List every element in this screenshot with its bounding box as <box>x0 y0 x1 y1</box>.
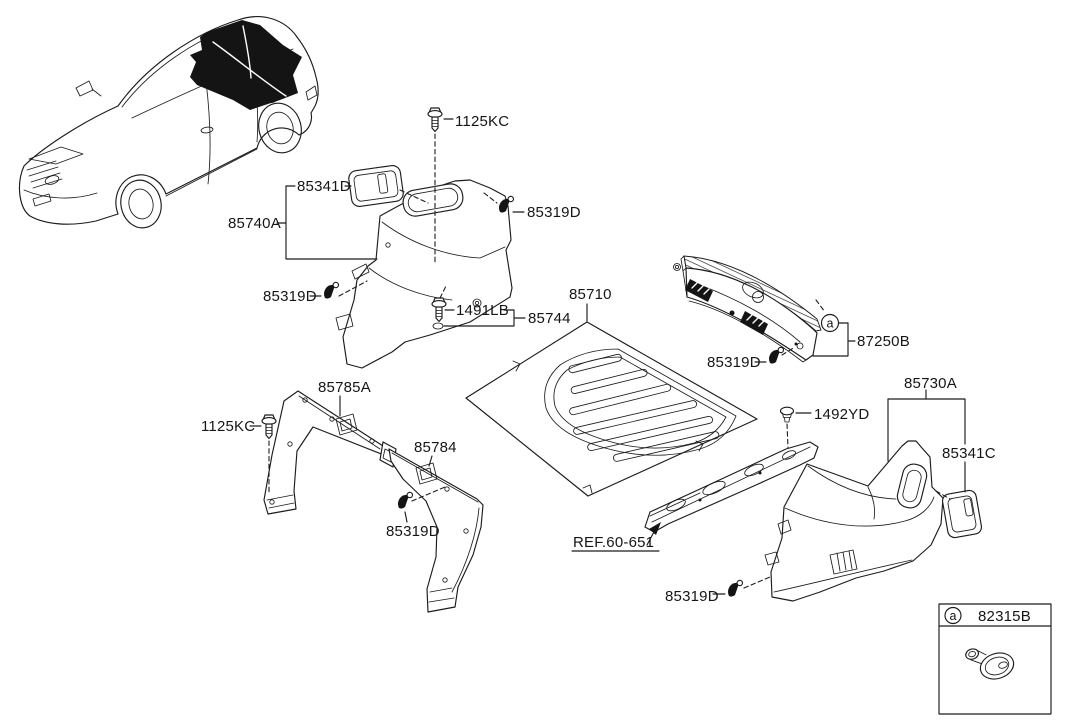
clip-icon-1492yd <box>779 406 795 423</box>
part-87250b-sill-trim <box>673 255 822 363</box>
legend-box <box>938 603 1052 715</box>
clip-icon-bottom-left <box>397 491 414 510</box>
label-85319d-bottom-left: 85319D <box>386 523 440 540</box>
highlighted-trim-area <box>190 20 302 110</box>
part-85341d-bracket <box>348 165 404 207</box>
bolt-icon-top <box>427 107 443 133</box>
part-85740a-quarter-trim-left <box>335 179 513 369</box>
label-85341d: 85341D <box>297 178 351 195</box>
legend-marker-circle <box>944 606 962 625</box>
washer-ring-icon <box>432 322 444 330</box>
sill-vent-left <box>685 279 713 302</box>
side-mirror <box>75 80 102 97</box>
label-85319d-right: 85319D <box>527 204 581 221</box>
callout-a-circle <box>820 313 840 333</box>
legend-marker-text: a <box>950 609 957 623</box>
callout-a-text: a <box>827 317 834 331</box>
part-85341c-bracket <box>941 489 983 539</box>
part-85785a-side-trim <box>263 390 385 515</box>
sill-vent-right <box>740 311 768 335</box>
bolt-icon-bottom <box>261 414 277 440</box>
leader-lines <box>249 118 966 595</box>
front-wheel <box>120 179 162 229</box>
label-ref-60-651: REF.60-651 <box>573 534 654 551</box>
legend-part-number: 82315B <box>978 608 1031 625</box>
part-rear-floor-crossmember <box>644 441 819 533</box>
label-85730a: 85730A <box>904 375 957 392</box>
mat-ribs <box>568 353 720 462</box>
label-85319d-mid: 85319D <box>707 354 761 371</box>
label-1491lb: 1491LB <box>456 302 509 319</box>
clip-icon-bottom <box>727 579 744 598</box>
vehicle-thumbnail <box>18 16 319 229</box>
clip-icon-mid <box>768 346 785 365</box>
label-85784: 85784 <box>414 439 457 456</box>
clip-mount-grid <box>829 549 858 575</box>
label-85319d-left: 85319D <box>263 288 317 305</box>
part-85784-side-trim <box>379 441 484 613</box>
label-1492yd: 1492YD <box>814 406 869 423</box>
front-grille <box>23 146 98 207</box>
label-85341c: 85341C <box>942 445 996 462</box>
label-1125kc-bottom: 1125KC <box>201 418 255 435</box>
rear-wheel <box>258 102 302 154</box>
clip-icon-left <box>323 281 340 300</box>
label-85319d-bottom: 85319D <box>665 588 719 605</box>
label-85744: 85744 <box>528 310 571 327</box>
ref-arrow <box>571 522 661 552</box>
part-labels: 1125KC 85341D 85740A 85319D 85319D 1491L… <box>201 113 1031 625</box>
label-1125kc-top: 1125KC <box>455 113 509 130</box>
label-85710: 85710 <box>569 286 612 303</box>
label-87250b: 87250B <box>857 333 910 350</box>
label-85740a: 85740A <box>228 215 281 232</box>
label-85785a: 85785A <box>318 379 371 396</box>
legend-grommet-drawing <box>965 648 1015 680</box>
part-85730a-quarter-trim-right <box>764 440 944 602</box>
part-85710-mat <box>465 321 758 497</box>
